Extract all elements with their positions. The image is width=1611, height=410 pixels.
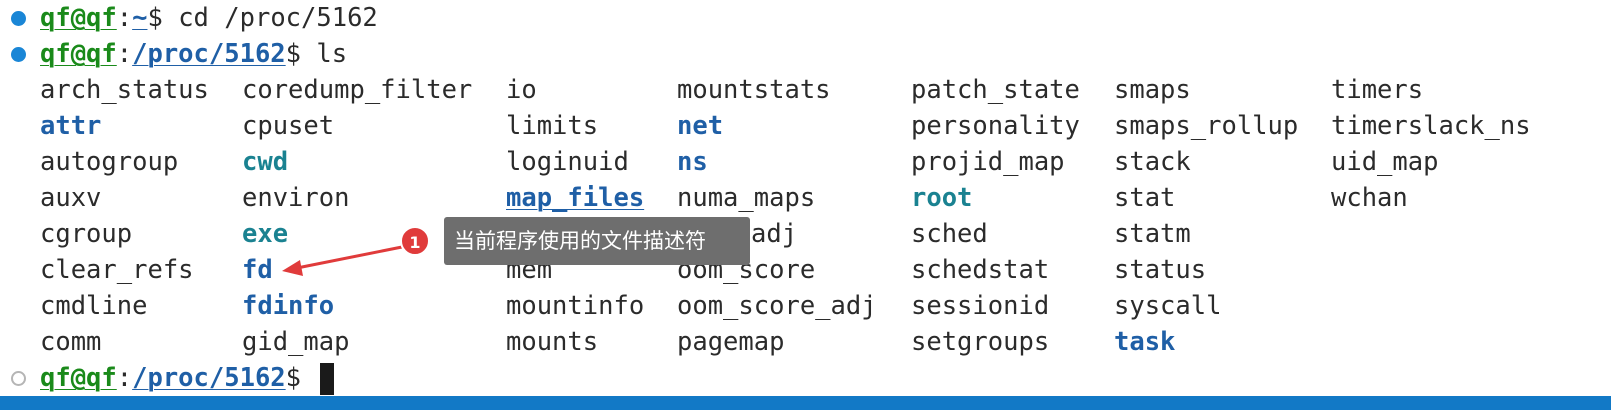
ls-entry: stack — [1114, 147, 1191, 177]
ls-entry: stat — [1114, 183, 1176, 213]
ls-entry: smaps — [1114, 75, 1191, 105]
ls-entry: exe — [242, 219, 289, 249]
command-status-dot[interactable] — [11, 47, 26, 62]
ls-entry: timerslack_ns — [1331, 111, 1531, 141]
ls-entry: task — [1114, 327, 1176, 357]
ls-entry: sessionid — [911, 291, 1050, 321]
command-text: ls — [316, 39, 348, 69]
command-status-dot[interactable] — [11, 371, 26, 386]
history-line-2: qf@qf:/proc/5162$ ls — [40, 36, 347, 72]
ls-entry: numa_maps — [677, 183, 816, 213]
prompt-dollar: $ — [285, 39, 317, 69]
ls-entry: limits — [506, 111, 599, 141]
history-line-1: qf@qf:~$ cd /proc/5162 — [40, 0, 378, 36]
ls-entry: map_files — [506, 183, 645, 213]
prompt-dollar: $ — [147, 3, 179, 33]
ls-entry: clear_refs — [40, 255, 194, 285]
ls-entry: gid_map — [242, 327, 350, 357]
ls-entry: comm — [40, 327, 102, 357]
prompt-user-host: qf@qf — [40, 39, 117, 69]
ls-entry: fdinfo — [242, 291, 335, 321]
ls-entry: arch_status — [40, 75, 209, 105]
prompt-path: /proc/5162 — [132, 39, 286, 69]
ls-entry: auxv — [40, 183, 102, 213]
annotation-badge: 1 — [400, 226, 430, 256]
text-cursor — [320, 363, 335, 395]
ls-entry: net — [677, 111, 724, 141]
ls-entry: mounts — [506, 327, 599, 357]
ls-entry: pagemap — [677, 327, 785, 357]
ls-entry: autogroup — [40, 147, 179, 177]
prompt-path: /proc/5162 — [132, 363, 286, 393]
ls-entry: statm — [1114, 219, 1191, 249]
ls-entry: setgroups — [911, 327, 1050, 357]
annotation-tooltip: 当前程序使用的文件描述符 — [444, 217, 750, 265]
ls-entry: schedstat — [911, 255, 1050, 285]
command-status-dot[interactable] — [11, 11, 26, 26]
ls-entry: adj — [751, 219, 798, 249]
prompt-colon: : — [116, 3, 133, 33]
ls-entry: root — [911, 183, 973, 213]
prompt-user-host: qf@qf — [40, 363, 117, 393]
prompt-dollar: $ — [285, 363, 317, 393]
ls-entry: status — [1114, 255, 1207, 285]
ls-entry: mountstats — [677, 75, 831, 105]
ls-entry: wchan — [1331, 183, 1408, 213]
ls-entry: ns — [677, 147, 708, 177]
ls-entry: cmdline — [40, 291, 148, 321]
ls-entry: attr — [40, 111, 102, 141]
ls-entry: projid_map — [911, 147, 1065, 177]
prompt-path: ~ — [132, 3, 148, 33]
ls-entry: sched — [911, 219, 988, 249]
ls-entry: cgroup — [40, 219, 133, 249]
ls-entry: uid_map — [1331, 147, 1439, 177]
ls-entry: oom_score_adj — [677, 291, 877, 321]
prompt-colon: : — [116, 363, 133, 393]
ls-entry: cpuset — [242, 111, 335, 141]
ls-entry: cwd — [242, 147, 289, 177]
ls-entry: io — [506, 75, 537, 105]
ls-entry: patch_state — [911, 75, 1080, 105]
current-prompt-line[interactable]: qf@qf:/proc/5162$ — [40, 360, 335, 396]
ls-entry: coredump_filter — [242, 75, 473, 105]
ls-entry: personality — [911, 111, 1080, 141]
ls-entry: fd — [242, 255, 273, 285]
prompt-user-host: qf@qf — [40, 3, 117, 33]
ls-entry: loginuid — [506, 147, 629, 177]
ls-entry: syscall — [1114, 291, 1222, 321]
ls-entry: mountinfo — [506, 291, 645, 321]
prompt-colon: : — [116, 39, 133, 69]
ls-entry: timers — [1331, 75, 1424, 105]
status-bar — [0, 396, 1611, 410]
ls-entry: smaps_rollup — [1114, 111, 1299, 141]
command-text: cd /proc/5162 — [178, 3, 378, 33]
ls-entry: environ — [242, 183, 350, 213]
